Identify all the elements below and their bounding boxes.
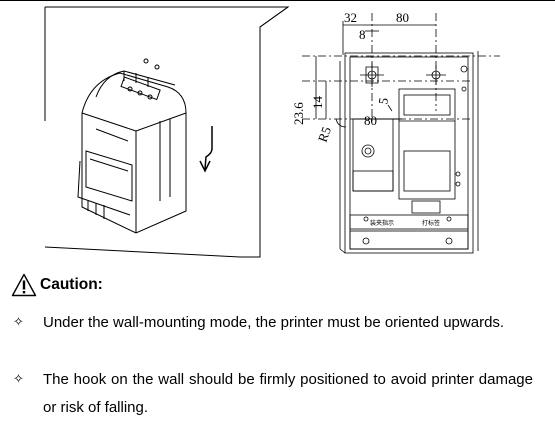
- technical-drawing: [302, 13, 500, 254]
- caution-title: Caution:: [40, 276, 103, 293]
- printer-body: [77, 70, 187, 234]
- dim-80-mid: 80: [364, 113, 377, 128]
- mount-panel-outline: [344, 52, 474, 254]
- dim-8: 8: [359, 27, 366, 42]
- hook-left: [360, 63, 384, 87]
- warning-triangle-icon: [11, 273, 37, 297]
- top-rule: [0, 0, 555, 1]
- dim-14: 14: [310, 96, 325, 110]
- bullet-text: The hook on the wall should be firmly po…: [43, 371, 533, 416]
- printer-wall-illustration: [44, 6, 290, 258]
- speaker-grid: [361, 144, 375, 158]
- dim-r5: R5: [315, 125, 334, 144]
- panel-label-left: 装夹指示: [370, 219, 394, 227]
- dim-32: 32: [344, 10, 357, 25]
- down-arrow: [204, 126, 213, 170]
- hook-right: [426, 65, 446, 85]
- dim-80-top: 80: [396, 10, 409, 25]
- bullet-text: Under the wall-mounting mode, the printe…: [43, 314, 505, 331]
- caution-heading: Caution:: [11, 272, 103, 298]
- wall-mounting-figure: 32 80 8 5 80 14 23.6 R5 装夹指示 打标签: [44, 6, 500, 258]
- diamond-star-bullet-icon: ✧: [13, 315, 24, 330]
- dim-23-6: 23.6: [291, 102, 306, 125]
- dim-5: 5: [375, 97, 391, 106]
- diamond-star-bullet-icon: ✧: [13, 372, 24, 387]
- wall-slab: [44, 6, 290, 258]
- panel-label-right: 打标签: [422, 219, 440, 227]
